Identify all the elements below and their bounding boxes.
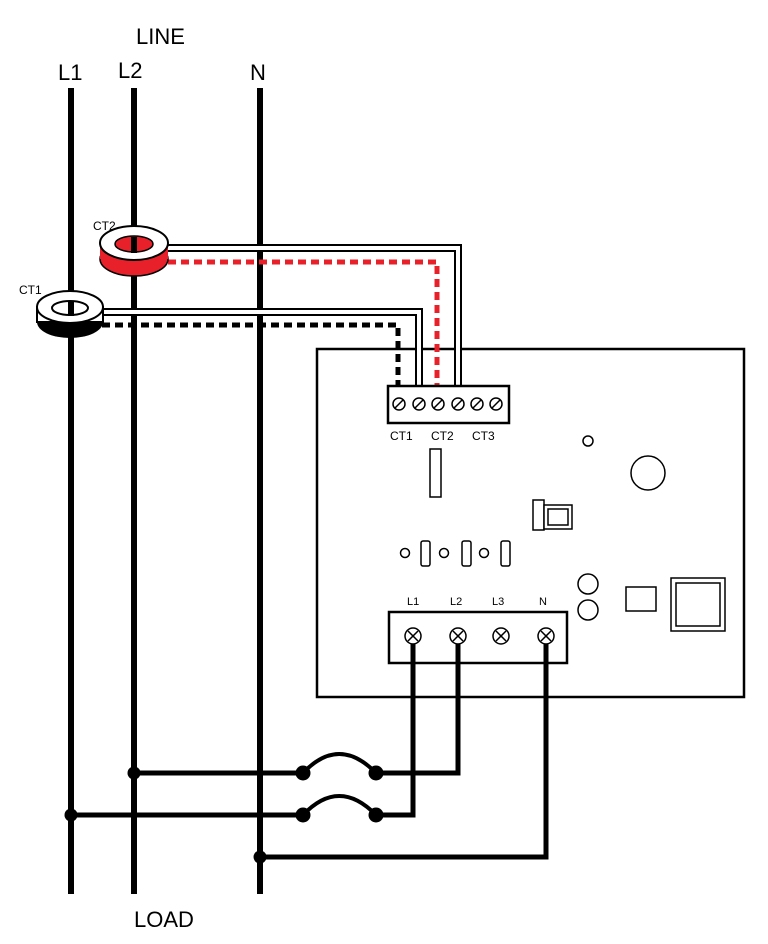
load-label: LOAD	[134, 907, 194, 932]
line-label: LINE	[136, 24, 185, 49]
breaker	[301, 752, 378, 817]
ct-terminal-label-1: CT1	[390, 429, 413, 443]
buzzer-component	[630, 455, 666, 491]
meter-n-feed	[260, 644, 549, 860]
ct1-sensor-label: CT1	[19, 283, 42, 297]
ct1-lead-black	[102, 322, 401, 397]
ct2-sensor	[99, 225, 169, 277]
ct-terminal-screws	[392, 397, 503, 411]
ct-terminal-label-3: CT3	[472, 429, 495, 443]
power-terminal-label-1: L1	[407, 596, 419, 608]
ct2-lead-fill	[168, 246, 460, 397]
power-terminal-screws	[404, 627, 555, 645]
ct-terminal-label-2: CT2	[431, 429, 454, 443]
power-terminal-label-2: L2	[450, 596, 462, 608]
junction-dots	[64, 765, 384, 864]
ct-terminal-block	[386, 384, 511, 425]
l1-wire-label: L1	[58, 60, 82, 85]
meter-l1-feed	[376, 644, 416, 818]
led-b	[577, 599, 599, 621]
power-terminal-label-3: L3	[492, 596, 504, 608]
ct2-sensor-label: CT2	[93, 219, 116, 233]
ct1-lead-fill	[102, 310, 421, 397]
n-wire-label: N	[250, 60, 266, 85]
ct2-lead-red	[168, 259, 440, 397]
power-terminal-label-4: N	[539, 596, 547, 608]
l2-wire-label: L2	[118, 58, 142, 83]
ct1-sensor	[36, 290, 104, 338]
fuse-component	[429, 448, 442, 498]
board-components	[399, 435, 726, 632]
led-a	[577, 573, 599, 595]
led-indicator	[582, 435, 594, 447]
meter-l2-feed	[376, 644, 461, 776]
